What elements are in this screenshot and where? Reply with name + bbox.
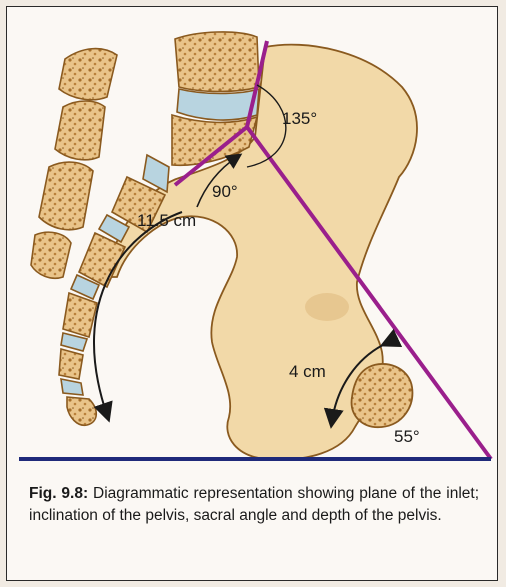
conjugate-label: 11.5 cm [137, 211, 196, 231]
caption-label: Fig. 9.8: [29, 485, 88, 502]
depth-label: 4 cm [289, 362, 326, 382]
pubic-symphysis [352, 364, 413, 427]
figure-caption: Fig. 9.8: Diagrammatic representation sh… [29, 483, 479, 527]
caption-text: Diagrammatic representation showing plan… [29, 485, 479, 524]
pelvis-diagram: 135° 90° 11.5 cm 4 cm 55° [7, 7, 499, 472]
inclination-label: 55° [394, 427, 420, 447]
sacral-angle-label: 135° [282, 109, 317, 129]
right-angle-label: 90° [212, 182, 238, 202]
obturator-foramen [305, 293, 349, 321]
